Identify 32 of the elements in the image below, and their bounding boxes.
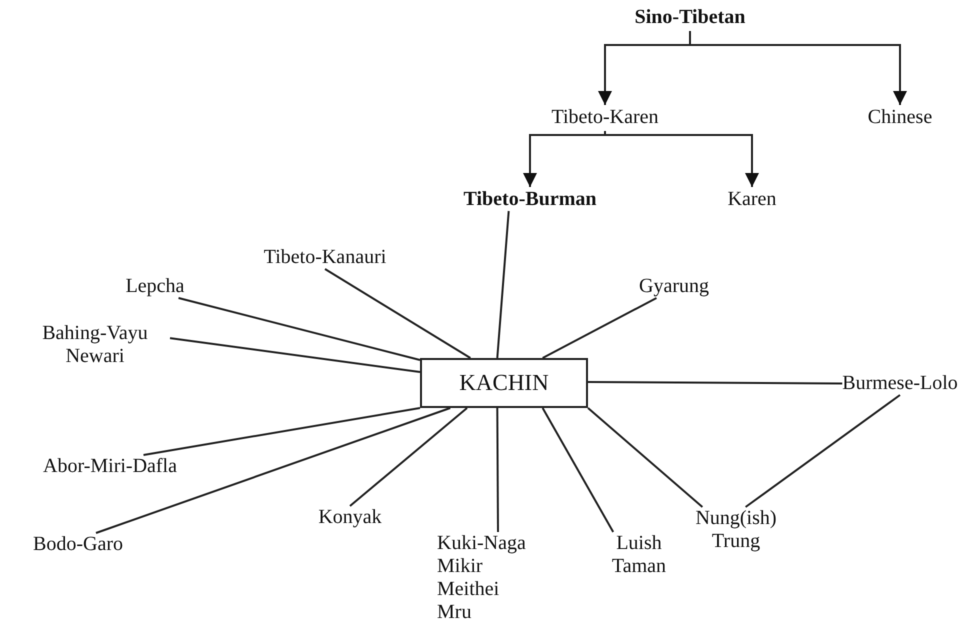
connector-line [496,408,499,532]
connector-line [745,394,901,508]
language-name: Burmese-Lolo [842,372,958,395]
language-name: Kuki-Naga Mikir Meithei Mru [437,532,527,624]
connector-line [178,297,420,361]
connector-line [588,381,842,384]
language-name: Bahing-Vayu Newari [41,322,149,368]
connector-line [542,408,614,532]
arrow [604,131,759,187]
connector-line [587,407,704,508]
language-box: KACHIN [420,358,588,408]
language-name: Nung(ish) Trung [694,507,778,553]
connector-line [349,407,468,507]
language-name: Tibeto-Kanauri [264,246,386,269]
language-name: Bodo-Garo [33,533,123,556]
language-name: Konyak [318,506,382,529]
language-name: Karen [728,188,776,211]
connector-line [96,407,451,534]
arrow [523,131,606,187]
language-name: Luish Taman [610,532,668,578]
language-name: Gyarung [639,275,709,298]
language-name: Tibeto-Karen [551,106,659,129]
connector-line [324,268,471,359]
connector-line [143,407,420,456]
connector-line [496,210,510,358]
connector-line [170,337,420,373]
language-name: Tibeto-Burman [464,188,596,211]
language-name: Sino-Tibetan [634,6,746,29]
connector-line [542,297,657,359]
language-name: Abor-Miri-Dafla [43,455,177,478]
language-name: Chinese [868,106,932,129]
language-name: Lepcha [126,275,184,298]
